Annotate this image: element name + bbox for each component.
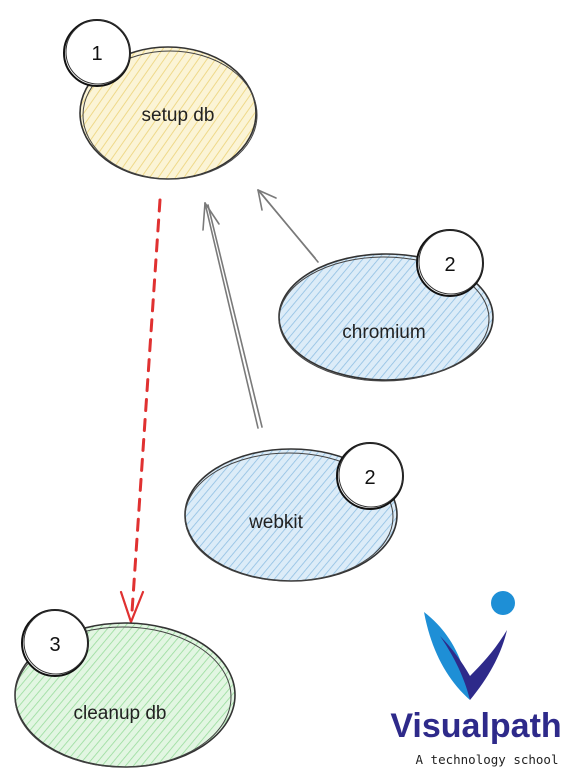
badge-label: 2 [364,467,375,489]
logo-mark [424,591,515,700]
node-label: webkit [248,512,304,533]
badge-label: 2 [444,254,455,276]
edge-setup-to-cleanup [119,198,162,626]
badge-setup-db: 1 [63,19,131,87]
badge-label: 1 [91,43,102,65]
badge-webkit: 2 [336,442,404,510]
badge-cleanup-db: 3 [21,609,89,677]
visualpath-logo: Visualpath A technology school [390,591,562,767]
logo-tagline: A technology school [416,752,559,767]
node-label: chromium [342,322,425,343]
node-label: cleanup db [74,703,167,724]
badge-chromium: 2 [416,229,484,297]
node-setup-db: setup db [79,46,258,180]
logo-name: Visualpath [390,707,561,745]
edge-chromium-to-setup [257,189,319,263]
node-label: setup db [142,105,215,126]
badge-label: 3 [49,634,60,656]
edge-webkit-to-setup [202,202,263,429]
